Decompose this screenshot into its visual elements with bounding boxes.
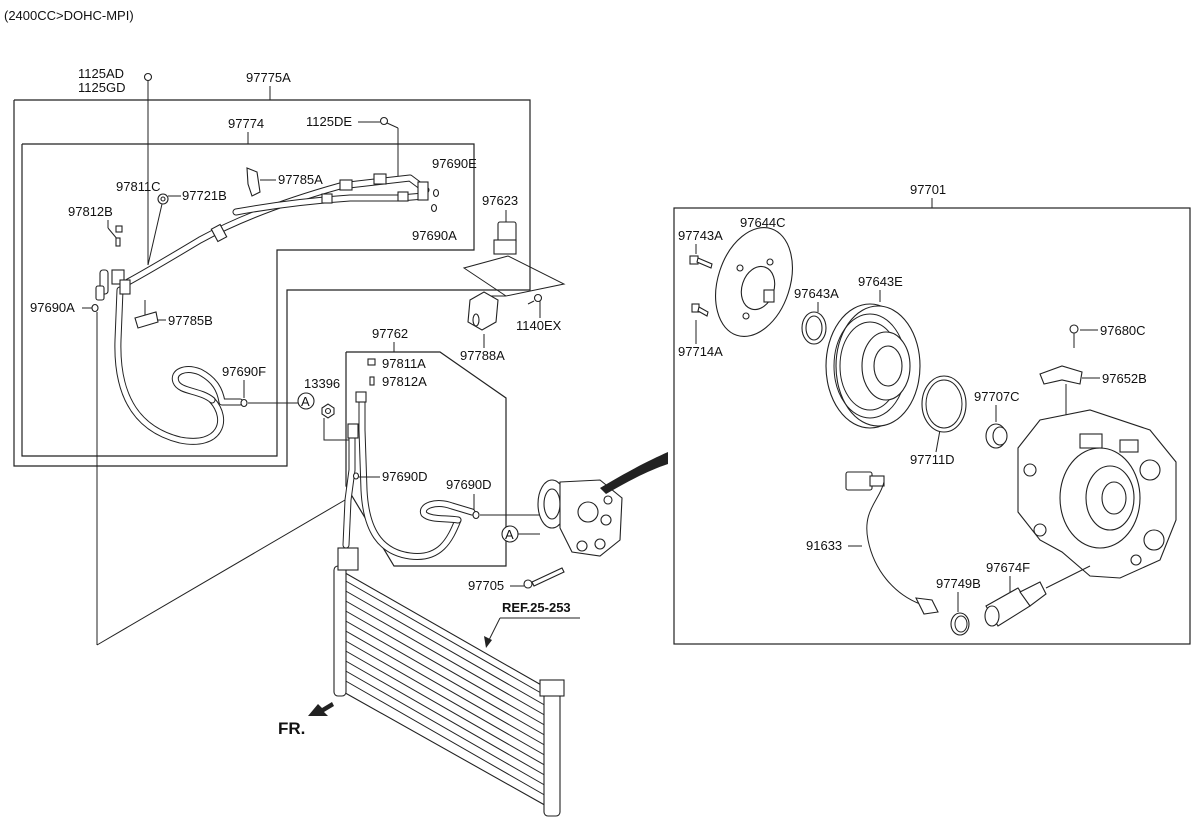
label-97775A: 97775A [246, 70, 291, 85]
label-97811C: 97811C [116, 179, 161, 194]
label-91633: 91633 [806, 538, 842, 553]
label-ref-25-253: REF.25-253 [502, 600, 571, 615]
hose-assembly-97774 [95, 173, 430, 445]
oring-97749B [950, 612, 970, 636]
svg-text:A: A [301, 394, 310, 409]
screw-97680C [1069, 324, 1079, 348]
label-97690A-right: 97690A [412, 228, 457, 243]
label-97707C: 97707C [974, 389, 1020, 404]
hose-97762 [342, 391, 476, 560]
label-97643A: 97643A [794, 286, 839, 301]
harness-91633 [845, 471, 939, 615]
label-13396: 13396 [304, 376, 340, 391]
valve-97674F [984, 581, 1047, 627]
label-97785A: 97785A [278, 172, 323, 187]
oring-97690F [240, 398, 248, 408]
label-1140EX: 1140EX [516, 318, 562, 333]
compressor-body [1017, 409, 1177, 579]
engine-spec-header: (2400CC>DOHC-MPI) [4, 8, 134, 23]
box-97774 [21, 143, 475, 457]
valve-97812B [115, 237, 121, 247]
oring-97690E [432, 188, 440, 198]
label-97623: 97623 [482, 193, 518, 208]
marker-A-2: A [501, 525, 519, 543]
marker-A-1: A [297, 392, 315, 410]
label-97690E: 97690E [432, 156, 477, 171]
label-97743A: 97743A [678, 228, 723, 243]
label-1125DE: 1125DE [306, 114, 352, 129]
bolt-97714A [691, 303, 709, 317]
oring-97690A-right [430, 203, 438, 213]
label-97674F: 97674F [986, 560, 1030, 575]
label-97690D-b: 97690D [446, 477, 492, 492]
bolt-1140EX [527, 293, 543, 305]
label-97714A: 97714A [678, 344, 723, 359]
clamp-97721B [157, 193, 169, 205]
label-97701: 97701 [910, 182, 946, 197]
label-97690F: 97690F [222, 364, 266, 379]
cap-97811C [115, 225, 123, 233]
bolt-97705 [523, 567, 565, 589]
bracket-97652B [1039, 365, 1083, 385]
label-97774: 97774 [228, 116, 264, 131]
condenser [333, 547, 565, 817]
label-97680C: 97680C [1100, 323, 1146, 338]
oring-97690A-left [91, 303, 99, 313]
bolt-1125DE [379, 116, 399, 129]
label-97652B: 97652B [1102, 371, 1147, 386]
valve-97812A [369, 376, 375, 386]
box-97701 [673, 207, 1191, 645]
bracket-97785B [134, 300, 159, 329]
label-97812A: 97812A [382, 374, 427, 389]
bolt-1125AD [143, 72, 153, 90]
label-1125GD: 1125GD [78, 80, 125, 95]
label-front: FR. [278, 719, 305, 738]
label-97811A: 97811A [382, 356, 426, 371]
box-97762 [345, 351, 507, 567]
bracket-97785A [246, 167, 261, 197]
label-97762: 97762 [372, 326, 408, 341]
front-arrow-icon [308, 702, 334, 716]
label-97711D: 97711D [910, 452, 955, 467]
label-97643E: 97643E [858, 274, 903, 289]
label-97788A: 97788A [460, 348, 505, 363]
label-97785B: 97785B [168, 313, 213, 328]
label-97749B: 97749B [936, 576, 981, 591]
label-97690D-a: 97690D [382, 469, 428, 484]
drier-97623 [493, 221, 517, 255]
label-97690A-left: 97690A [30, 300, 75, 315]
label-97812B: 97812B [68, 204, 113, 219]
oring-97690D-b [472, 510, 480, 520]
label-97705: 97705 [468, 578, 504, 593]
pulley-97643E [825, 303, 921, 429]
bracket-97788A [467, 291, 499, 331]
oring-97690D-a [352, 472, 360, 480]
label-97644C: 97644C [740, 215, 786, 230]
snap-ring-97711D [921, 375, 967, 433]
nut-13396 [321, 403, 335, 419]
coil-97707C [985, 423, 1008, 449]
label-97721B: 97721B [182, 188, 227, 203]
zoom-arrow [600, 452, 668, 494]
clutch-plate-97644C [715, 227, 793, 337]
svg-text:A: A [505, 527, 514, 542]
label-1125AD: 1125AD [78, 66, 124, 81]
compressor-small [537, 479, 623, 557]
bolt-97743A [689, 255, 713, 269]
box-97775A [13, 99, 531, 467]
cap-97811A [367, 358, 376, 366]
